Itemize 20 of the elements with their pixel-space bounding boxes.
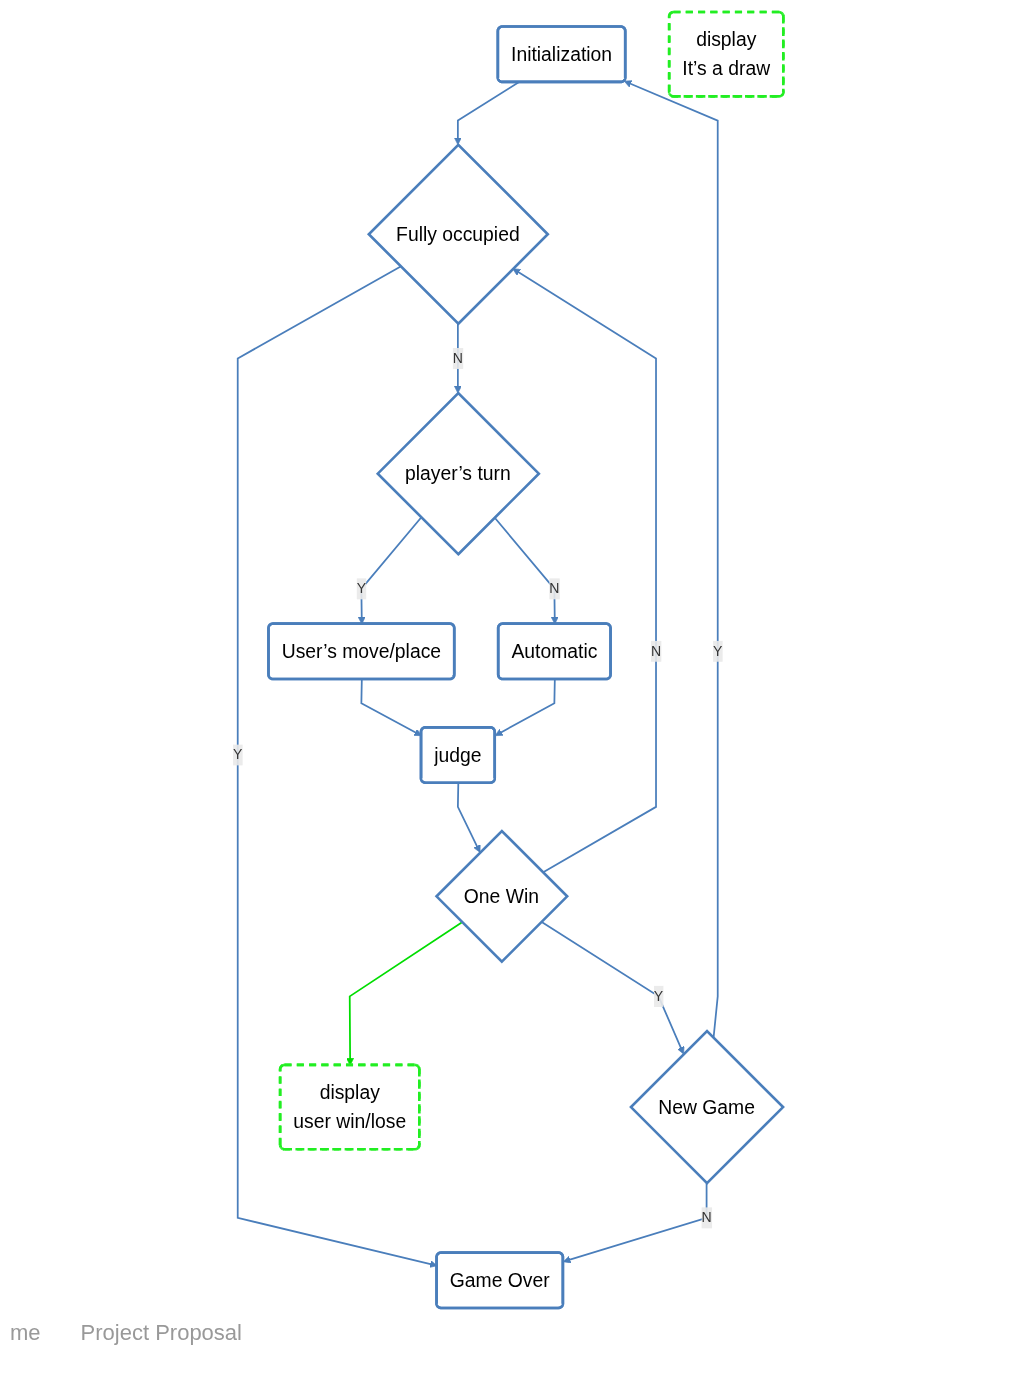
- footer-text: me: [10, 1320, 41, 1346]
- edge-label: N: [453, 350, 464, 366]
- node-diamond: One Win: [435, 829, 570, 964]
- edge-label: N: [651, 643, 662, 659]
- edge-label: Y: [713, 643, 723, 659]
- edge-label: Y: [357, 581, 367, 596]
- arrow: [454, 322, 463, 394]
- node-diamond: Fully occupied: [367, 142, 550, 326]
- edge-label: Y: [654, 988, 664, 1004]
- footer-text: Project Proposal: [80, 1320, 242, 1346]
- node-diamond: New Game: [629, 1029, 786, 1185]
- arrow: [457, 782, 481, 853]
- arrow: [512, 268, 658, 874]
- node-diamond: player’s turn: [376, 391, 542, 557]
- arrow: [454, 81, 520, 146]
- edge-label: N: [701, 1209, 712, 1225]
- edge-label: N: [549, 581, 560, 596]
- arrow: [540, 920, 685, 1055]
- arrow: [563, 1182, 708, 1264]
- edge-label: Y: [233, 747, 243, 763]
